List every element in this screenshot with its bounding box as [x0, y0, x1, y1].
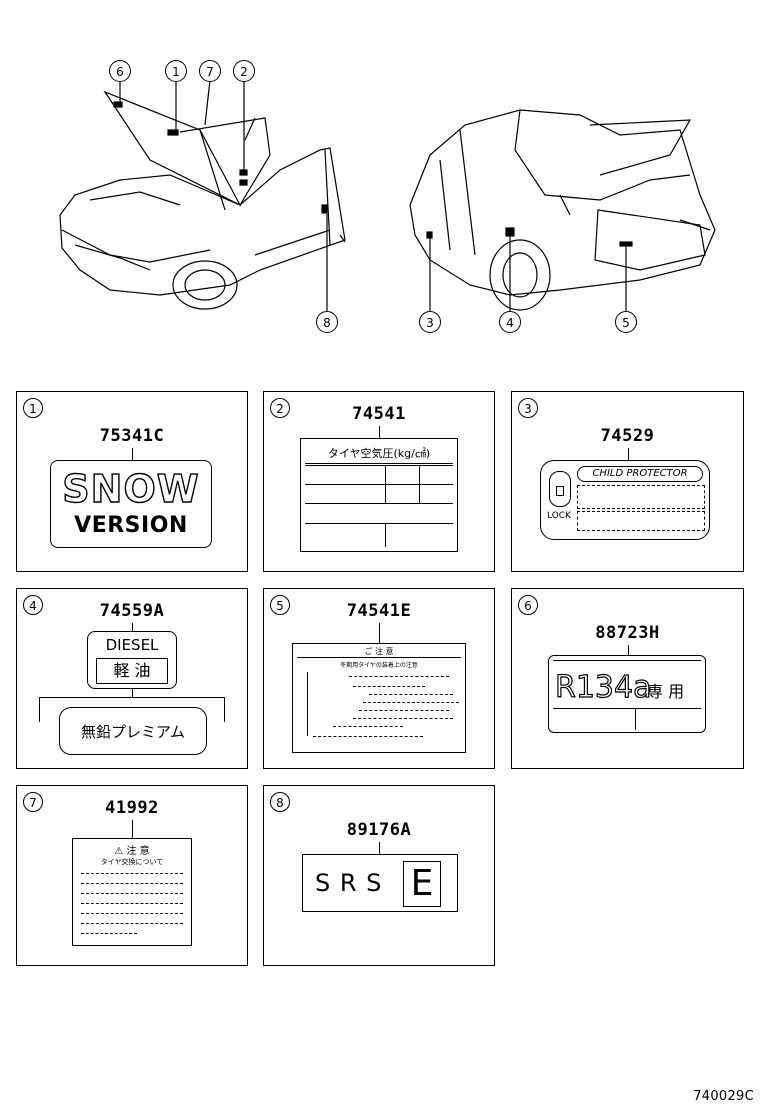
- label-boxed: E: [403, 861, 441, 907]
- chart-bar: [359, 710, 449, 711]
- row-line: [305, 523, 453, 524]
- snow-version-label: SNOW VERSION: [50, 460, 212, 548]
- leader-line: [379, 623, 381, 643]
- label-line1: DIESEL: [105, 636, 159, 654]
- text-line: [81, 903, 183, 904]
- row-line: [553, 660, 701, 661]
- label-code: R134a: [554, 669, 652, 705]
- panel-index-badge: 2: [270, 398, 290, 418]
- label-line2: 軽 油: [96, 658, 168, 684]
- chart-bar: [353, 686, 425, 687]
- lock-text: LOCK: [547, 511, 571, 521]
- panel-2: 2 74541 タイヤ空気圧(kg/㎠): [263, 391, 495, 572]
- part-number: 75341C: [99, 426, 165, 446]
- chart-bar: [349, 676, 449, 677]
- part-number: 88723H: [595, 623, 660, 643]
- panel-index-badge: 6: [518, 595, 538, 615]
- label-title: ⚠ 注 意: [114, 846, 150, 857]
- label-line-snow: SNOW: [62, 466, 200, 511]
- leader-line: [132, 448, 134, 460]
- callout-1: 1: [165, 60, 187, 82]
- label-text: S R S: [315, 869, 383, 897]
- panel-index-badge: 1: [23, 398, 43, 418]
- part-number: 74529: [600, 426, 655, 446]
- bracket: [39, 697, 225, 722]
- part-number: 89176A: [346, 820, 412, 840]
- leader-line: [628, 448, 630, 460]
- text-line: [81, 933, 137, 934]
- car-line-drawing: [59, 79, 716, 312]
- drawing-code: 740029C: [693, 1089, 754, 1104]
- leader-line: [132, 623, 134, 633]
- panel-4: 4 74559A DIESEL 軽 油 無鉛プレミアム: [16, 588, 248, 769]
- row-line: [553, 708, 701, 709]
- child-protector-label: CHILD PROTECTOR LOCK: [540, 460, 710, 540]
- leader-line: [628, 645, 630, 655]
- callout-5: 5: [615, 311, 637, 333]
- label-subtitle: 冬期用タイヤの装着上の注意: [340, 662, 418, 669]
- panel-7: 7 41992 ⚠ 注 意 タイヤ交換について: [16, 785, 248, 966]
- panel-index-badge: 4: [23, 595, 43, 615]
- instruction-box: [577, 511, 705, 531]
- callout-8: 8: [316, 311, 338, 333]
- panel-8: 8 89176A S R S E: [263, 785, 495, 966]
- refrigerant-label: R134a 専 用: [548, 655, 706, 733]
- part-number: 74541: [352, 404, 406, 424]
- panel-index-badge: 5: [270, 595, 290, 615]
- panel-6: 6 88723H R134a 専 用: [511, 588, 744, 769]
- col-line: [635, 708, 636, 730]
- col-line: [385, 465, 386, 503]
- winter-tire-label: ご 注 意 冬期用タイヤの装着上の注意: [292, 643, 466, 753]
- chart-bar: [313, 736, 423, 737]
- leader-line: [132, 820, 134, 838]
- srs-airbag-label: S R S E: [302, 854, 458, 912]
- lock-knob-icon: [549, 471, 571, 507]
- panel-index-badge: 8: [270, 792, 290, 812]
- row-line: [305, 465, 453, 466]
- text-line: [81, 873, 183, 874]
- label-line-version: VERSION: [74, 513, 188, 538]
- panel-index-badge: 3: [518, 398, 538, 418]
- panel-index-badge: 7: [23, 792, 43, 812]
- instruction-box: [577, 485, 705, 509]
- leader-line: [132, 689, 134, 697]
- callout-6: 6: [109, 60, 131, 82]
- text-line: [81, 893, 183, 894]
- text-line: [81, 883, 183, 884]
- panel-3: 3 74529 CHILD PROTECTOR LOCK: [511, 391, 744, 572]
- tire-change-caution-label: ⚠ 注 意 タイヤ交換について: [72, 838, 192, 946]
- part-number: 74559A: [99, 601, 165, 621]
- chart-bar: [333, 726, 403, 727]
- panel-1: 1 75341C SNOW VERSION: [16, 391, 248, 572]
- callout-2: 2: [233, 60, 255, 82]
- col-line: [385, 523, 386, 547]
- part-number: 41992: [105, 798, 159, 818]
- diesel-label: DIESEL 軽 油: [87, 631, 177, 689]
- premium-unleaded-label: 無鉛プレミアム: [59, 707, 207, 755]
- label-subtitle: タイヤ交換について: [100, 858, 164, 866]
- leader-line: [379, 426, 381, 438]
- chart-bar: [353, 718, 453, 719]
- panel-5: 5 74541E ご 注 意 冬期用タイヤの装着上の注意: [263, 588, 495, 769]
- col-line: [419, 465, 420, 503]
- chart-axis: [307, 672, 308, 736]
- callout-7: 7: [199, 60, 221, 82]
- tire-pressure-label: タイヤ空気圧(kg/㎠): [300, 438, 458, 552]
- callout-4: 4: [499, 311, 521, 333]
- row-line: [305, 503, 453, 504]
- label-title: タイヤ空気圧(kg/㎠): [305, 445, 453, 464]
- label-line3: 無鉛プレミアム: [81, 723, 185, 741]
- callout-3: 3: [419, 311, 441, 333]
- part-number: 74541E: [346, 601, 412, 621]
- text-line: [81, 913, 183, 914]
- chart-bar: [369, 694, 453, 695]
- label-title: CHILD PROTECTOR: [577, 466, 703, 482]
- chart-bar: [363, 702, 459, 703]
- leader-line: [379, 842, 381, 854]
- row-line: [305, 484, 453, 485]
- label-text: 専 用: [647, 682, 685, 701]
- label-title: ご 注 意: [297, 647, 461, 658]
- vehicle-illustration: 6 1 7 2 8 3 4 5: [0, 0, 760, 350]
- text-line: [81, 923, 183, 924]
